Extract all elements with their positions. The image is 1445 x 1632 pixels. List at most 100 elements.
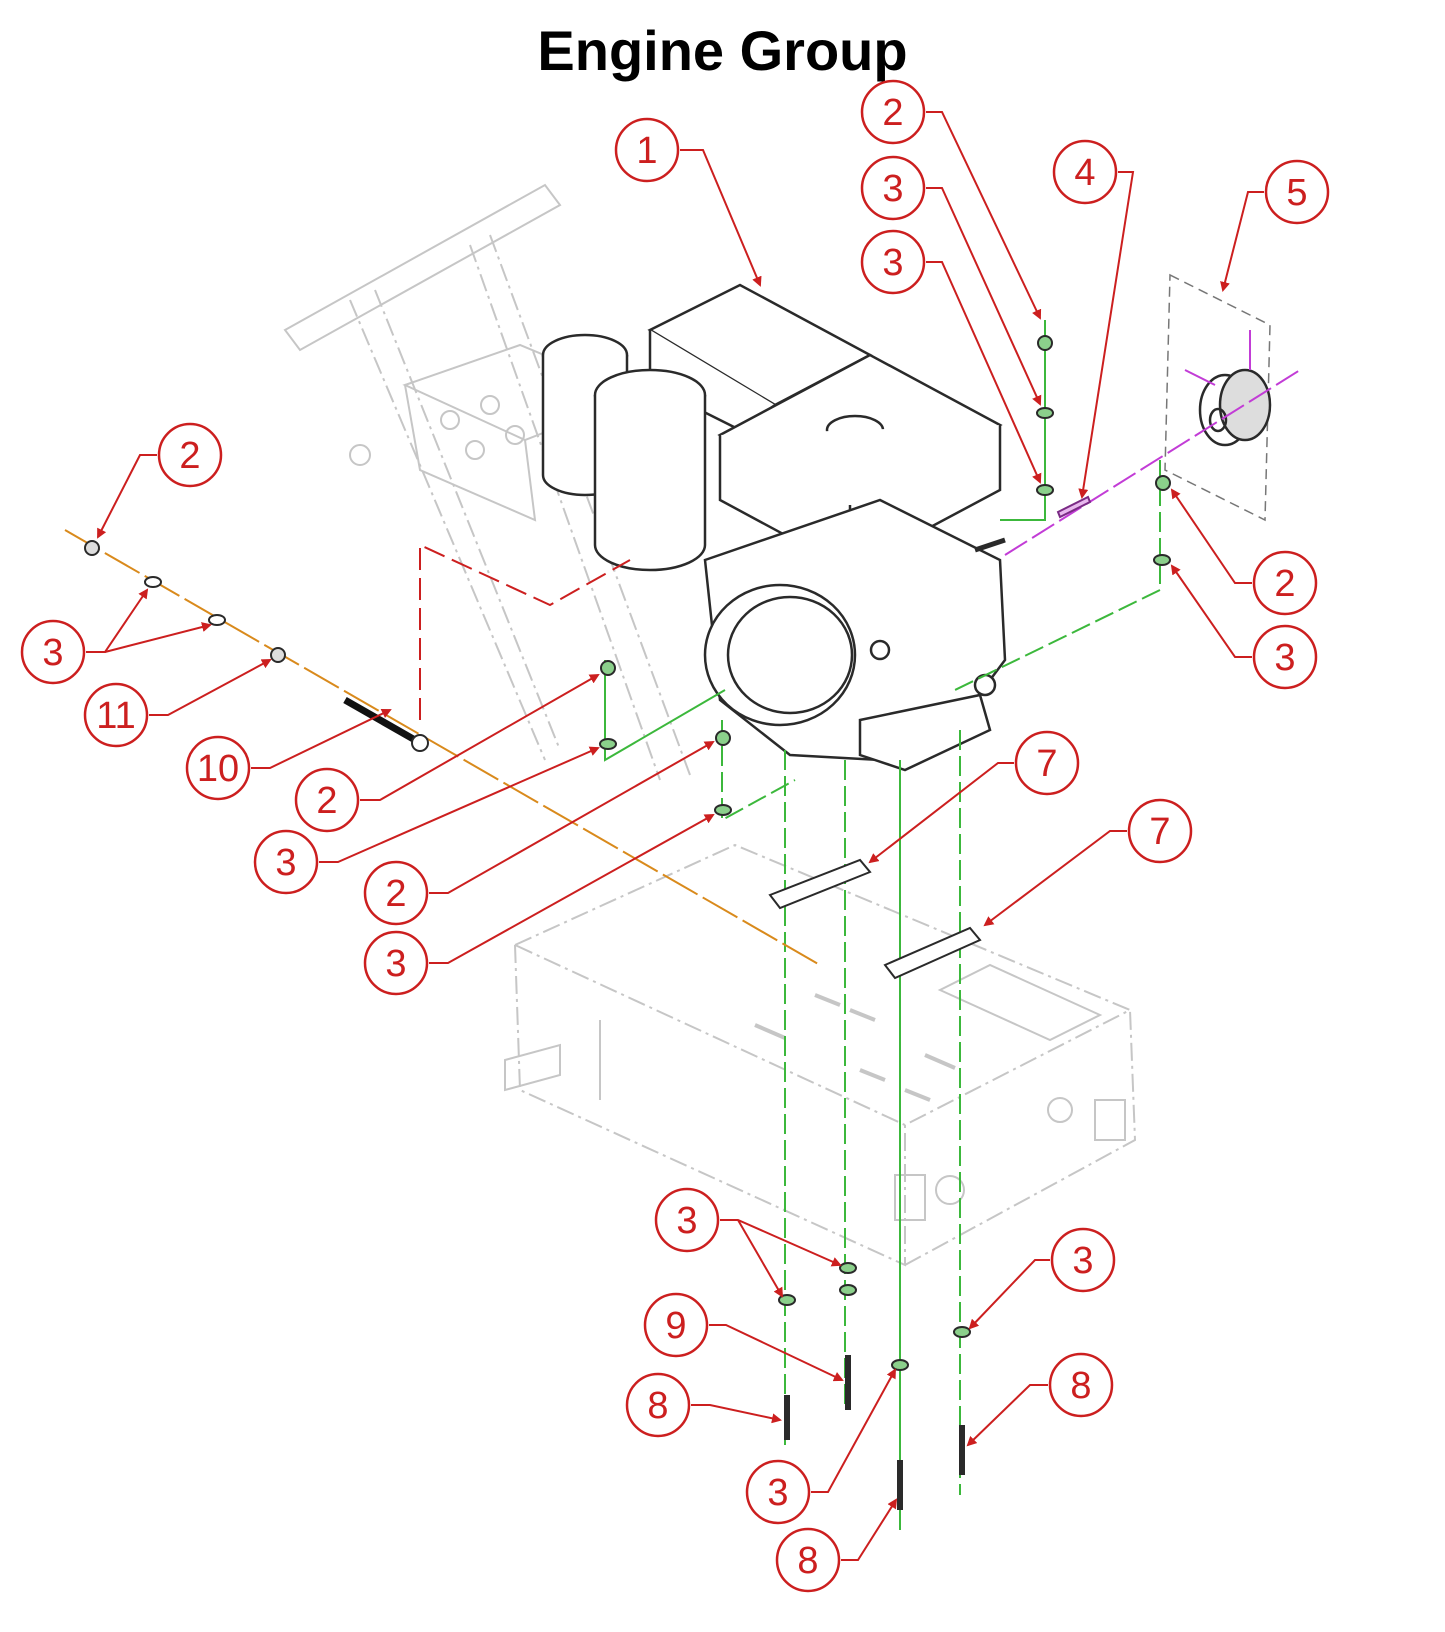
callout-leader (429, 814, 715, 964)
callout-7: 7 (983, 798, 1193, 927)
callout-label: 2 (882, 92, 903, 134)
callout-leader (1220, 191, 1264, 292)
callout-circle (614, 117, 680, 183)
callout-leader (966, 1384, 1048, 1447)
callout-leader (360, 674, 600, 801)
washer (208, 614, 226, 626)
washer (839, 1284, 857, 1296)
callout-8: 8 (775, 1498, 898, 1593)
callout-leader (97, 454, 157, 539)
callout-circle (157, 422, 223, 488)
washer (1036, 484, 1054, 496)
callout-circle (1252, 624, 1318, 690)
callout-label: 7 (1036, 743, 1057, 785)
callout-label: 10 (197, 748, 239, 790)
callout-3: 3 (363, 814, 715, 996)
callout-3: 3 (253, 746, 600, 895)
callout-circle (363, 930, 429, 996)
callout-circle (643, 1292, 709, 1358)
callout-leader (680, 149, 762, 287)
callout-label: 8 (1070, 1365, 1091, 1407)
callout-label: 1 (636, 130, 657, 172)
callout-leader (149, 659, 272, 716)
callout-leader (841, 1498, 898, 1561)
nut (600, 660, 616, 676)
washer (1036, 407, 1054, 419)
callout-8: 8 (625, 1372, 782, 1438)
callout-label: 3 (275, 842, 296, 884)
callout-leader (1170, 488, 1252, 584)
callout-label: 2 (1274, 563, 1295, 605)
callout-leader (429, 741, 715, 894)
washer (953, 1326, 971, 1338)
callout-leader (319, 746, 600, 863)
callout-circle (860, 79, 926, 145)
nut (1037, 335, 1053, 351)
callout-3: 3 (1170, 564, 1318, 690)
callout-circle (294, 767, 360, 833)
washer (599, 738, 617, 750)
callout-label: 8 (647, 1385, 668, 1427)
callout-circle (253, 829, 319, 895)
callout-label: 3 (882, 242, 903, 284)
washer (839, 1262, 857, 1274)
callout-label: 3 (676, 1200, 697, 1242)
callout-label: 9 (665, 1305, 686, 1347)
callout-label: 2 (316, 780, 337, 822)
callout-leader (691, 1404, 782, 1424)
callout-8: 8 (966, 1352, 1114, 1447)
callout-circle (1252, 550, 1318, 616)
callout-label: 2 (179, 435, 200, 477)
washer (144, 576, 162, 588)
callout-label: 3 (42, 632, 63, 674)
callout-4: 4 (1052, 139, 1135, 499)
callout-leader (737, 1219, 784, 1298)
callout-3: 3 (745, 1368, 896, 1525)
callout-2: 2 (294, 674, 600, 833)
callout-circle (20, 619, 86, 685)
callout-2: 2 (860, 79, 1042, 320)
callout-label: 3 (1072, 1240, 1093, 1282)
nut (84, 540, 100, 556)
callout-label: 11 (96, 695, 135, 737)
callout-circle (1014, 730, 1080, 796)
callout-circle (83, 682, 149, 748)
nut (715, 730, 731, 746)
callout-leader (251, 708, 392, 769)
callout-3: 3 (20, 588, 212, 685)
callout-label: 3 (882, 168, 903, 210)
callout-label: 3 (767, 1472, 788, 1514)
callout-circle (1050, 1227, 1116, 1293)
callout-leader (926, 261, 1042, 484)
hardware (84, 335, 1171, 1510)
callout-label: 5 (1286, 172, 1307, 214)
callout-7: 7 (868, 730, 1080, 864)
engine (541, 283, 1007, 772)
callout-2: 2 (1170, 488, 1318, 616)
center-lines (64, 320, 1301, 1530)
callout-9: 9 (643, 1292, 844, 1382)
callout-circle (860, 155, 926, 221)
key (1056, 495, 1092, 519)
callout-10: 10 (185, 708, 392, 801)
spacer-plate (768, 858, 872, 910)
washer (714, 804, 732, 816)
callout-circle (1048, 1352, 1114, 1418)
callout-label: 7 (1149, 811, 1170, 853)
callout-11: 11 (83, 659, 272, 748)
callout-3: 3 (860, 229, 1042, 484)
callout-circle (860, 229, 926, 295)
callout-circle (363, 860, 429, 926)
nut (270, 647, 286, 663)
nut (1155, 475, 1171, 491)
callout-3: 3 (968, 1227, 1116, 1330)
callout-leader (1170, 564, 1252, 658)
callout-label: 2 (385, 873, 406, 915)
callout-5: 5 (1220, 159, 1330, 292)
callout-2: 2 (363, 741, 715, 926)
callout-label: 3 (1274, 637, 1295, 679)
callout-circle (185, 735, 251, 801)
callout-2: 2 (97, 422, 223, 539)
